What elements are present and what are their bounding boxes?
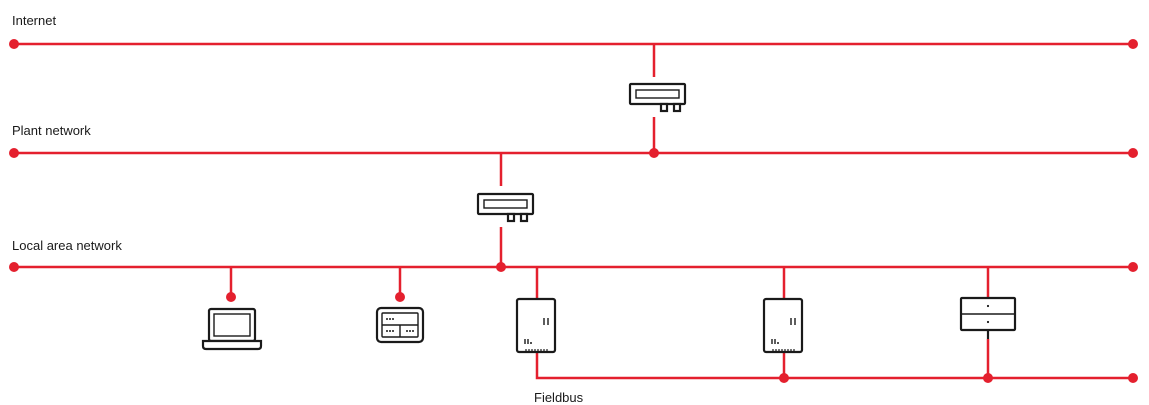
fieldbus-line [537, 352, 1138, 383]
lan-bus-start-node [9, 262, 19, 272]
laptop-icon [203, 309, 261, 349]
control-panel-link [395, 267, 405, 302]
laptop-link [226, 267, 236, 302]
fieldbus-label: Fieldbus [534, 390, 584, 405]
internet-bus-start-node [9, 39, 19, 49]
plant-network-bus [9, 148, 1138, 158]
internet-label: Internet [12, 13, 56, 28]
plant-bus-end-node [1128, 148, 1138, 158]
router-icon [478, 194, 533, 221]
local-area-network-bus [9, 262, 1138, 272]
internet-bus [9, 39, 1138, 49]
control-panel-icon [377, 308, 423, 342]
controller-cabinet-icon [517, 299, 555, 352]
firewall-router-icon [630, 84, 685, 111]
internet-bus-end-node [1128, 39, 1138, 49]
local-area-network-label: Local area network [12, 238, 122, 253]
lan-bus-end-node [1128, 262, 1138, 272]
controller-cabinet-icon [764, 299, 802, 352]
io-module-icon [961, 298, 1015, 339]
plant-bus-start-node [9, 148, 19, 158]
plant-network-label: Plant network [12, 123, 91, 138]
fieldbus-end-node [1128, 373, 1138, 383]
